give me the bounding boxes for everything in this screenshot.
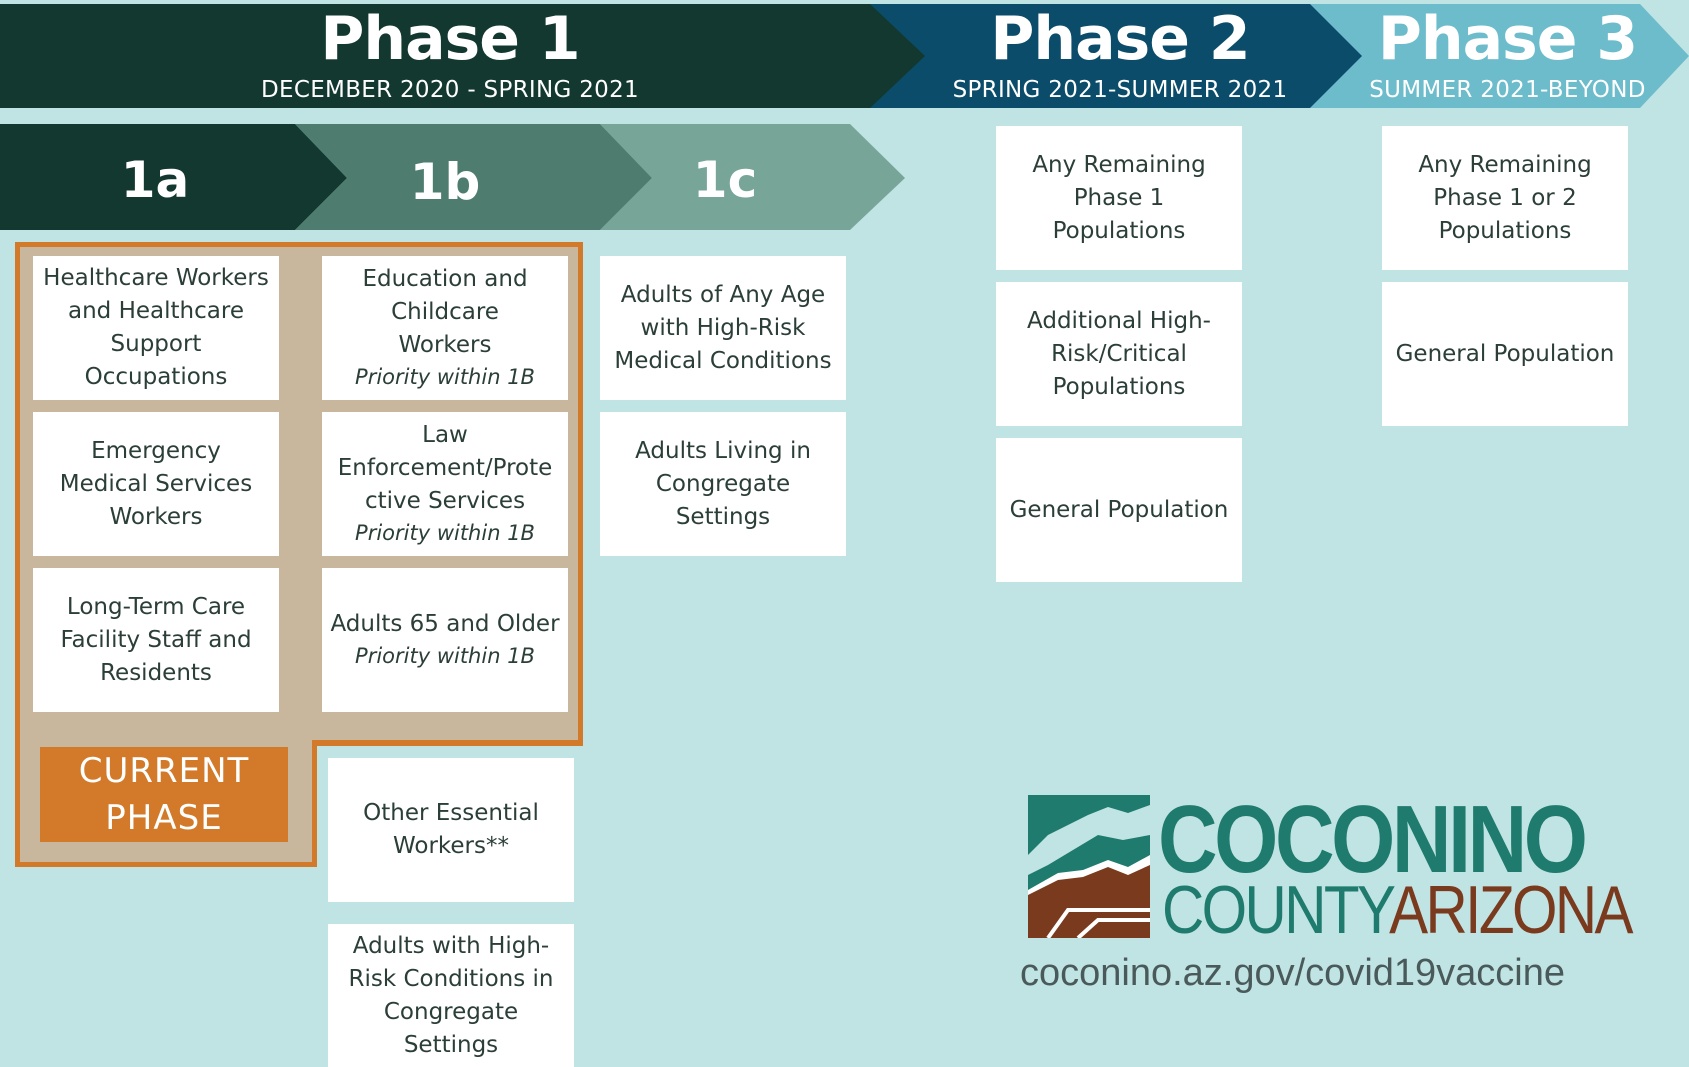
current-phase-line1: CURRENT — [78, 750, 250, 791]
logo-coconino: COCONINO — [1158, 786, 1588, 893]
card-p3-remaining-phase12: Any Remaining Phase 1 or 2 Populations — [1382, 126, 1628, 270]
card-law-enforcement: Law Enforcement/Protective Services Prio… — [322, 412, 568, 556]
card-education-childcare: Education and Childcare Workers Priority… — [322, 256, 568, 400]
card-law-enforcement-priority: Priority within 1B — [355, 521, 535, 545]
phase-2-dates: SPRING 2021-SUMMER 2021 — [952, 77, 1288, 103]
card-healthcare-workers: Healthcare Workers and Healthcare Suppor… — [33, 256, 279, 400]
logo-cloud — [1028, 805, 1150, 875]
card-other-essential: Other Essential Workers** — [328, 758, 574, 902]
phase-3-arrow — [1300, 4, 1689, 108]
card-education-childcare-text: Education and Childcare Workers — [362, 266, 528, 358]
card-adults-congregate: Adults Living in Congregate Settings — [600, 412, 846, 556]
phase-3-dates: SUMMER 2021-BEYOND — [1369, 77, 1646, 103]
current-phase-line2: PHASE — [105, 797, 223, 838]
phase-1-arrow — [0, 4, 925, 108]
card-adults-65-priority: Priority within 1B — [355, 644, 535, 668]
subphase-1c-arrow — [600, 124, 905, 230]
card-ems-workers: Emergency Medical Services Workers — [33, 412, 279, 556]
phase-1-title: Phase 1 — [320, 4, 580, 74]
card-adults-65: Adults 65 and Older Priority within 1B — [322, 568, 568, 712]
phase-2-heading: Phase 2 SPRING 2021-SUMMER 2021 — [920, 8, 1320, 104]
card-adults-65-text: Adults 65 and Older — [330, 611, 560, 637]
card-adults-high-risk-congregate: Adults with High-Risk Conditions in Cong… — [328, 924, 574, 1067]
subphase-1b-label: 1b — [409, 153, 481, 211]
coconino-logo-mark — [1028, 795, 1150, 938]
subphase-1a-arrow — [0, 124, 347, 230]
subphase-1a-label: 1a — [120, 151, 190, 209]
card-adults-high-risk-medical: Adults of Any Age with High-Risk Medical… — [600, 256, 846, 400]
current-phase-badge: CURRENT PHASE — [40, 747, 288, 842]
subphase-1b-arrow — [295, 124, 652, 230]
phase-3-title: Phase 3 — [1377, 4, 1638, 74]
card-p2-additional-high-risk: Additional High-Risk/Critical Population… — [996, 282, 1242, 426]
card-education-childcare-priority: Priority within 1B — [355, 365, 535, 389]
card-p2-general-population: General Population — [996, 438, 1242, 582]
logo-arizona: ARIZONA — [1389, 872, 1633, 948]
logo-canyon-lines — [1046, 908, 1150, 938]
phase-2-arrow — [865, 4, 1362, 108]
phase-3-heading: Phase 3 SUMMER 2021-BEYOND — [1345, 8, 1670, 104]
subphase-1c-label: 1c — [692, 151, 758, 209]
logo-county: COUNTY — [1162, 872, 1392, 948]
card-p2-remaining-phase1: Any Remaining Phase 1 Populations — [996, 126, 1242, 270]
card-p3-general-population: General Population — [1382, 282, 1628, 426]
card-law-enforcement-text: Law Enforcement/Protective Services — [337, 422, 553, 514]
current-phase-frame-step — [312, 740, 583, 746]
logo-url: coconino.az.gov/covid19vaccine — [1020, 952, 1566, 994]
phase-2-title: Phase 2 — [990, 4, 1250, 74]
logo-county-arizona: COUNTYARIZONA — [1162, 876, 1634, 944]
phase-1-dates: DECEMBER 2020 - SPRING 2021 — [261, 77, 639, 103]
phase-1-heading: Phase 1 DECEMBER 2020 - SPRING 2021 — [200, 8, 700, 104]
card-long-term-care: Long-Term Care Facility Staff and Reside… — [33, 568, 279, 712]
